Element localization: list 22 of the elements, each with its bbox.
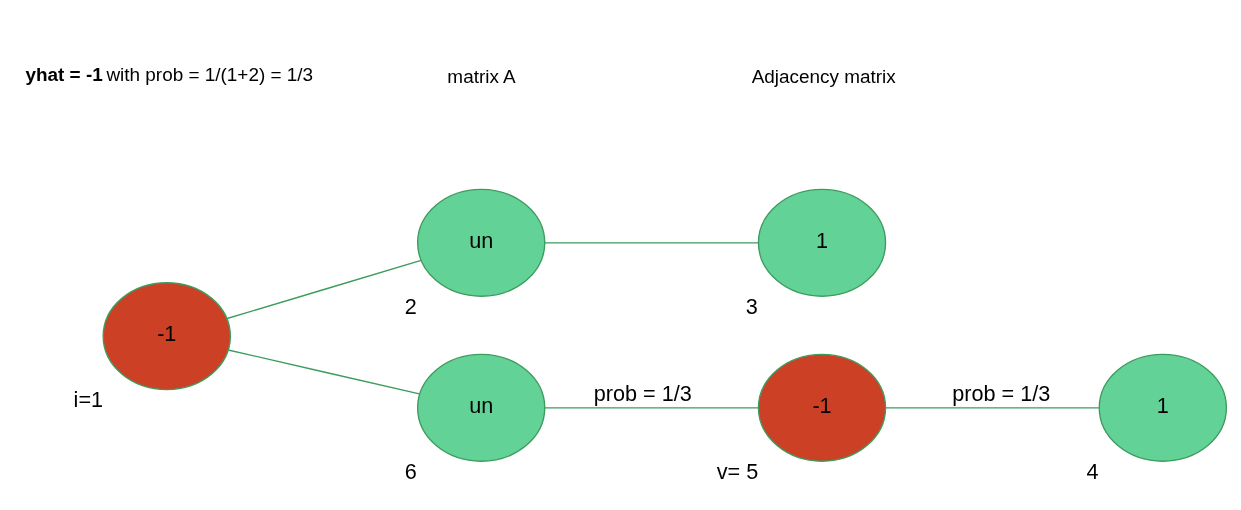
label: Adjacency matrix <box>751 65 896 87</box>
node-ellipse: un <box>416 188 546 297</box>
connector <box>226 259 422 320</box>
node-label: 4 <box>1086 458 1099 484</box>
node-ellipse: 1 <box>1098 353 1228 462</box>
node-label: i=1 <box>73 386 104 412</box>
edge-label: prob = 1/3 <box>952 380 1051 406</box>
node-label: v= 5 <box>716 458 759 484</box>
label: yhat = -1 with prob = 1/(1+2) = 1/3 <box>25 64 314 86</box>
connector <box>544 407 759 409</box>
node-label: 6 <box>404 458 417 484</box>
node-label: 2 <box>404 293 417 319</box>
connector <box>227 349 421 395</box>
connector <box>544 242 759 244</box>
node-ellipse: -1 <box>102 282 231 391</box>
node-ellipse: 1 <box>757 188 887 297</box>
edge-label: prob = 1/3 <box>593 380 692 406</box>
node-ellipse: un <box>416 353 546 462</box>
node-label: 3 <box>745 293 758 319</box>
connector <box>885 407 1100 409</box>
node-ellipse: -1 <box>757 353 887 462</box>
label: matrix A <box>447 65 516 87</box>
